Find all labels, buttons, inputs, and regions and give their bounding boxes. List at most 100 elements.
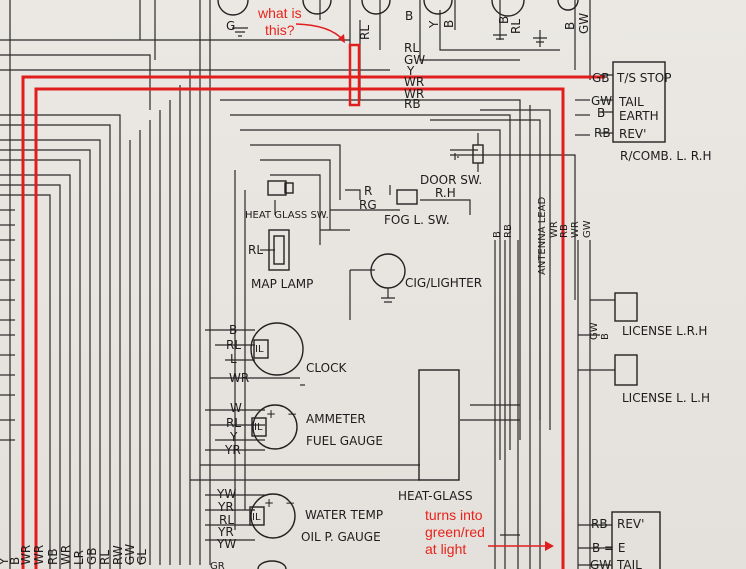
vertical-bus-labels: B RB WR RB WR GW <box>492 220 593 238</box>
label-rb-rev-wire: RB <box>594 126 611 140</box>
bottom-bus-label-12: GL <box>135 549 149 565</box>
label-gb-wire: GB <box>592 71 610 85</box>
clock-wire-b: B <box>229 323 237 337</box>
label-heat-glass-sw: HEAT GLASS SW. <box>245 210 329 221</box>
bottom-gw-wire: GW <box>590 558 611 569</box>
water-wire-yr: YR <box>217 500 234 514</box>
ammeter-wire-rl: RL <box>226 416 241 430</box>
label-license-rh: LICENSE L.R.H <box>622 324 707 338</box>
label-fog-rg: RG <box>359 198 377 212</box>
bottom-bus-label-6: WR <box>59 545 73 565</box>
bottom-bus-label-2: B <box>8 557 22 565</box>
ammeter-wire-w: W <box>230 401 242 415</box>
label-wr-2: WR <box>404 87 424 101</box>
label-door-sw: DOOR SW. <box>420 173 482 187</box>
bus-label-3: WR <box>549 221 560 238</box>
bottom-rev-wire: RB <box>591 517 608 531</box>
label-antenna-lead: ANTENNA LEAD <box>537 197 548 275</box>
clock-symbol <box>250 322 304 376</box>
clock-wire-il: IL <box>255 344 264 355</box>
label-g: G <box>226 19 235 33</box>
label-fog-sw: FOG L. SW. <box>384 213 450 227</box>
label-oil-gauge: OIL P. GAUGE <box>301 530 381 544</box>
label-gr-partial: GR <box>210 561 225 569</box>
label-b-top-3: B <box>497 16 511 24</box>
ammeter-wire-yr: YR <box>224 443 241 457</box>
label-rev: REV' <box>619 127 646 141</box>
clock-wire-l: L <box>230 352 237 366</box>
bottom-bus-label-11: GW <box>123 544 137 565</box>
label-gw-right: GW <box>577 13 591 34</box>
label-clock: CLOCK <box>306 361 347 375</box>
label-license-lh: LICENSE L. L.H <box>622 391 710 405</box>
clock-wire-rl: RL <box>226 338 241 352</box>
label-gw-bundle: GW <box>404 53 425 67</box>
highlighted-connector <box>348 43 361 107</box>
label-tail: TAIL <box>618 95 644 109</box>
bus-label-5: WR <box>570 221 581 238</box>
bottom-bus-label-7: LR <box>72 550 86 565</box>
ammeter-wire-il: IL <box>254 422 263 433</box>
label-rb-bundle: RB <box>404 97 421 111</box>
bottom-b-e: B = E <box>592 541 626 555</box>
door-switch-symbol <box>450 133 484 172</box>
license-lamp-lh <box>614 354 638 386</box>
bottom-tail: TAIL <box>616 558 642 569</box>
label-b-top: B <box>405 9 413 23</box>
license-wire-gw: GW <box>589 322 600 340</box>
license-wire-b: B <box>600 333 611 340</box>
highlighted-wr-wires <box>21 23 605 569</box>
ammeter-symbol: + − <box>251 404 298 450</box>
label-ts-stop: T/S STOP <box>616 71 671 85</box>
label-earth: EARTH <box>619 109 659 123</box>
label-rcomb: R/COMB. L. R.H <box>620 149 711 163</box>
label-door-sw-rh: R.H <box>435 186 456 200</box>
bus-label-6: GW <box>582 220 593 238</box>
bottom-bus-label-4: WR <box>32 545 46 565</box>
annotation-light-2: green/red <box>425 524 485 540</box>
label-b-earth-wire: B <box>597 106 605 120</box>
bottom-bus-label-10: RW <box>111 545 125 565</box>
label-rl-top: RL <box>358 25 372 40</box>
label-ammeter: AMMETER <box>306 412 366 426</box>
water-temp-symbol: + − <box>249 493 296 539</box>
water-wire-yw: YW <box>216 487 236 501</box>
cig-lighter-symbol <box>370 253 406 303</box>
map-lamp-symbol <box>268 229 290 271</box>
label-b-right: B <box>563 22 577 30</box>
label-y-bundle: Y <box>406 64 415 78</box>
water-wire-yr-2: YR <box>217 525 234 539</box>
label-wr-1: WR <box>404 75 424 89</box>
bottom-bus-label-5: RB <box>46 548 60 565</box>
bottom-left-bus-labels: Y B WR WR RB WR LR GB RL RW GW GL <box>0 544 149 566</box>
label-water-temp: WATER TEMP <box>305 508 383 522</box>
bottom-bus-label-3: WR <box>19 545 33 565</box>
water-wire-rl: RL <box>219 513 234 527</box>
svg-text:+: + <box>264 496 274 510</box>
ammeter-wire-y: Y <box>229 430 238 444</box>
label-gw-tail-wire: GW <box>591 94 612 108</box>
annotation-what-is-this-2: this? <box>265 22 295 38</box>
bottom-bus-label-8: GB <box>85 547 99 565</box>
annotation-light-1: turns into <box>425 507 483 523</box>
label-fuel-gauge: FUEL GAUGE <box>306 434 383 448</box>
fog-switch-box <box>396 189 418 205</box>
label-cig-lighter: CIG/LIGHTER <box>405 276 482 290</box>
svg-text:−: − <box>285 496 295 510</box>
bottom-rev: REV' <box>617 517 644 531</box>
bottom-bus-label-1: Y <box>0 557 11 566</box>
top-lamp-sockets <box>217 0 579 47</box>
heat-glass-element <box>418 369 460 481</box>
bus-label-2: RB <box>503 224 514 238</box>
annotation-what-is-this-1: what is <box>257 5 302 21</box>
bus-label-1: B <box>492 231 503 238</box>
svg-text:−: − <box>287 407 297 421</box>
license-lamp-rh <box>614 292 638 322</box>
label-map-rl: RL <box>248 243 263 257</box>
rev-connector-box <box>611 511 661 569</box>
bus-label-4: RB <box>559 224 570 238</box>
label-fog-r: R <box>364 184 372 198</box>
bottom-bus-label-9: RL <box>98 550 112 565</box>
